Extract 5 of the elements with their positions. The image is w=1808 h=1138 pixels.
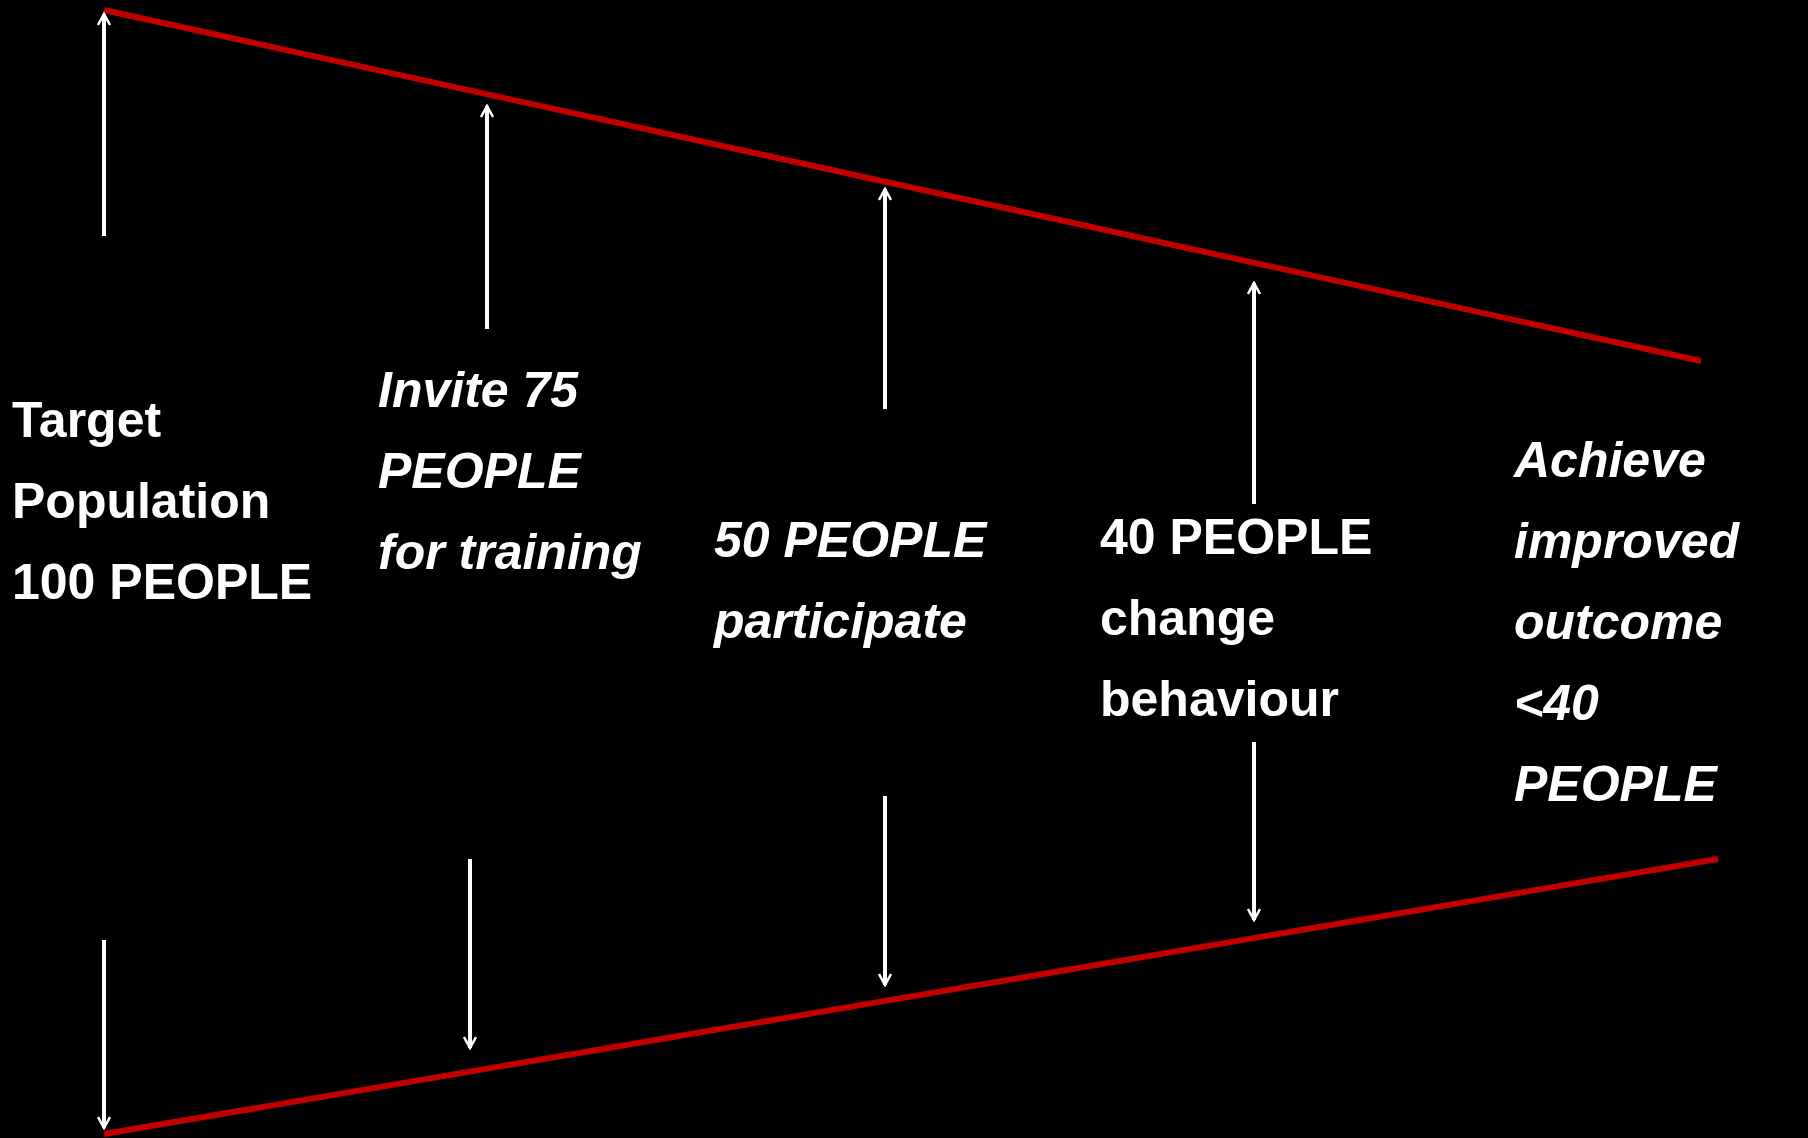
stage-label: 40 PEOPLE change behaviour [1100, 508, 1374, 729]
stage-label: Achieve improved outcome <40 PEOPLE [1514, 431, 1741, 814]
stage-label: Invite 75 PEOPLE for training [378, 361, 643, 582]
stage-label: Target Population 100 PEOPLE [12, 391, 314, 612]
stage-label: 50 PEOPLE participate [714, 511, 989, 651]
